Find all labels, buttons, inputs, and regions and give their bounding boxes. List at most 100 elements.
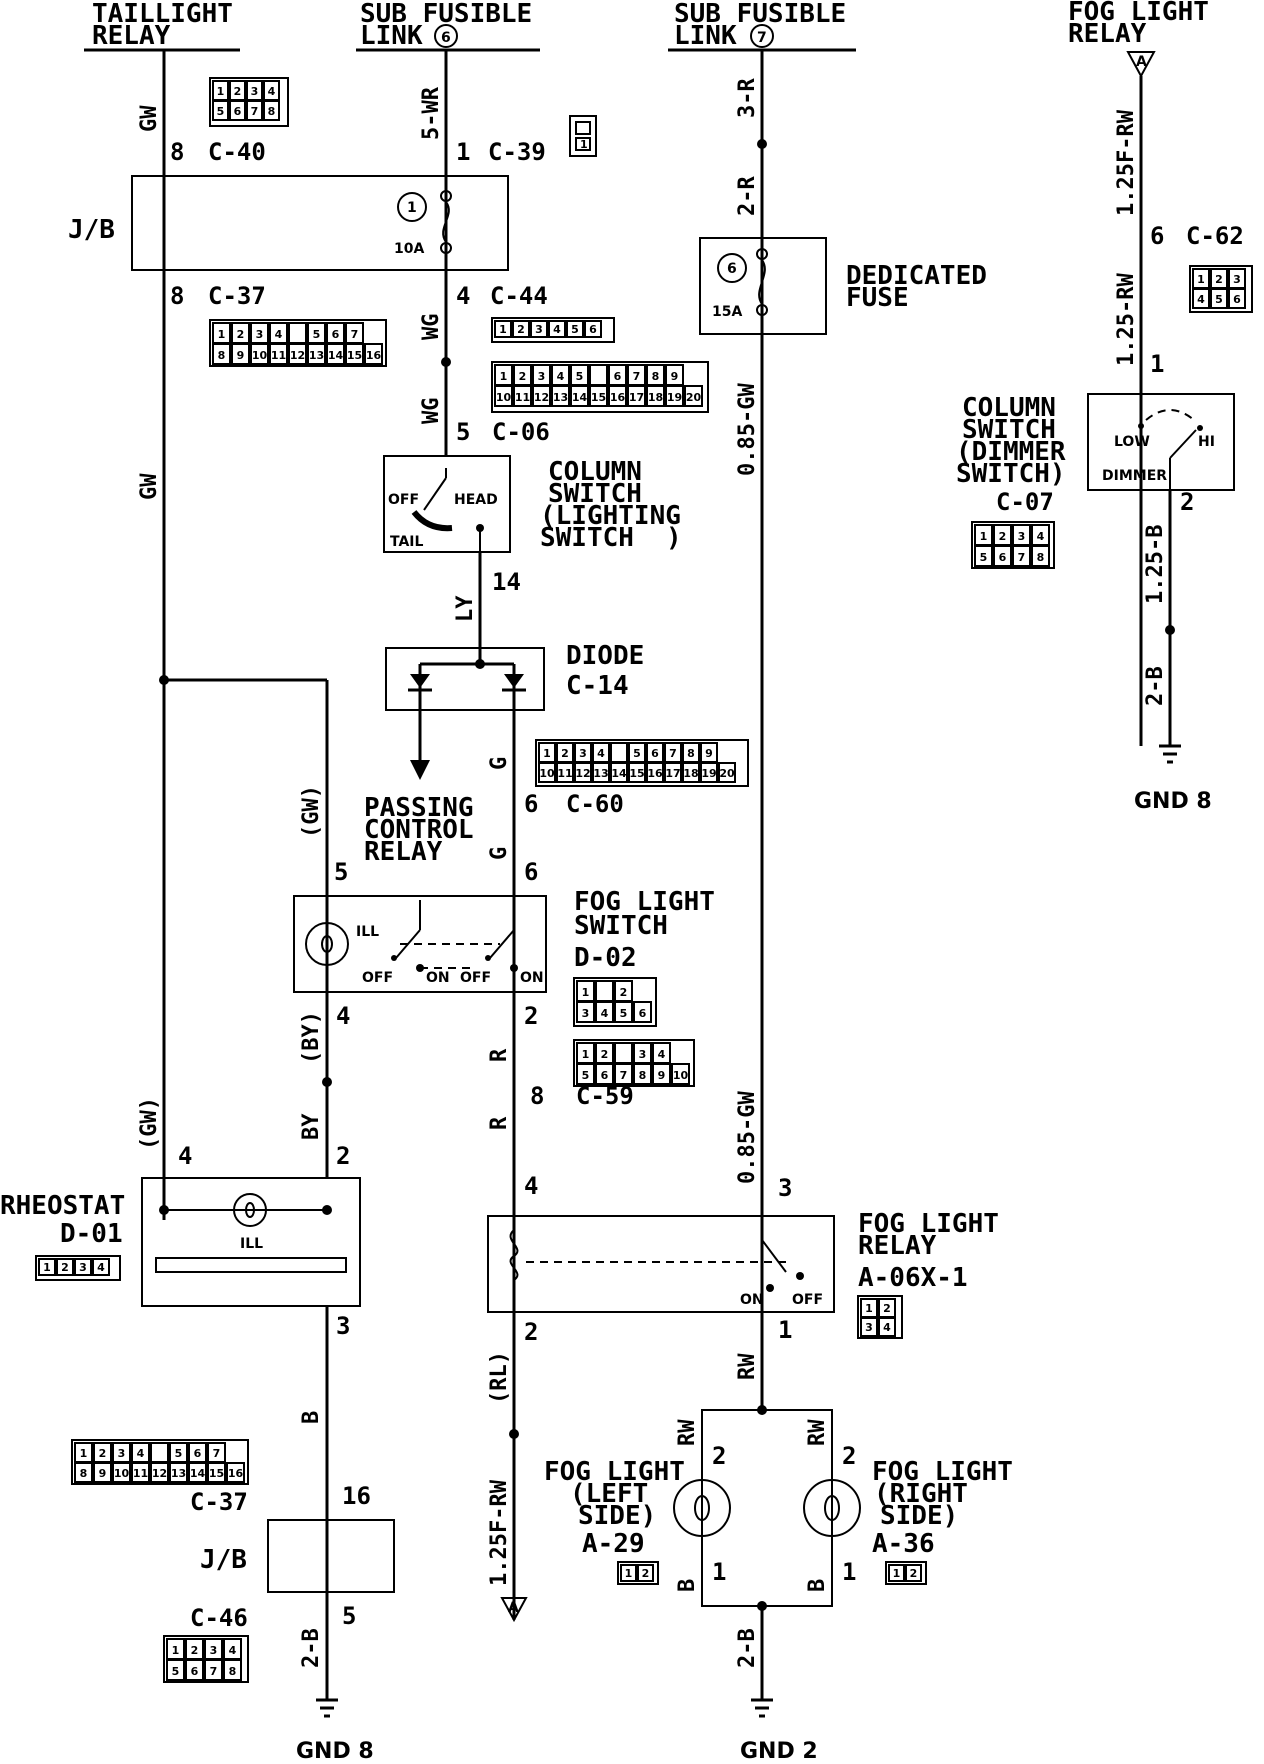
svg-text:(LIGHTING: (LIGHTING [540, 501, 681, 531]
connector-cell [627, 385, 646, 407]
fog-light-switch[interactable]: ILL OFF ON OFF ON FOG LIGHT SWITCH D-02 [293, 887, 715, 993]
svg-text:10A: 10A [394, 241, 424, 257]
svg-text:OFF: OFF [388, 492, 419, 508]
svg-text:C-37: C-37 [190, 1488, 248, 1516]
connector-pin-number: 13 [593, 767, 608, 780]
connector-pin-number: 18 [648, 391, 663, 404]
diode-c14: DIODE C-14 [385, 641, 644, 780]
svg-text:J/B: J/B [200, 1545, 247, 1575]
connector-cell [993, 545, 1012, 567]
svg-text:A: A [1136, 54, 1147, 70]
connector-pin-number: 4 [557, 370, 565, 383]
svg-text:SIDE): SIDE) [880, 1501, 958, 1531]
svg-text:WG: WG [419, 398, 444, 425]
connector-pin-number: 1 [625, 1567, 633, 1580]
connector-pin-number: 4 [883, 1321, 891, 1334]
svg-text:OFF: OFF [792, 1292, 823, 1308]
svg-text:RW: RW [675, 1419, 700, 1446]
svg-text:DIMMER: DIMMER [1102, 468, 1167, 484]
connector-cell [614, 1063, 633, 1085]
column-lighting-switch: OFF HEAD TAIL COLUMN SWITCH (LIGHTING SW… [383, 455, 682, 553]
connector-cell [512, 320, 530, 338]
column-dimmer-switch: LOW HI DIMMER COLUMN SWITCH (DIMMER SWIT… [956, 393, 1235, 516]
connector-pin-number: 6 [589, 323, 597, 336]
connector-pin-number: 16 [647, 767, 663, 780]
connector-cell [556, 762, 574, 783]
svg-text:8: 8 [530, 1082, 544, 1110]
svg-text:5-WR: 5-WR [419, 86, 444, 140]
svg-text:RW: RW [805, 1419, 830, 1446]
svg-text:COLUMN: COLUMN [962, 393, 1056, 423]
fuse-10a: 1 10A [394, 190, 452, 257]
connector-cell [637, 1564, 654, 1582]
connector-cell [364, 343, 383, 365]
svg-text:1: 1 [712, 1558, 726, 1586]
connector-pin-number: 1 [218, 328, 226, 341]
connector-cell [538, 762, 556, 783]
svg-text:FOG LIGHT: FOG LIGHT [872, 1457, 1013, 1487]
svg-text:16: 16 [342, 1482, 371, 1510]
svg-text:ILL: ILL [240, 1236, 263, 1252]
connector-pin-number: 14 [611, 767, 627, 780]
connector-cell [548, 320, 566, 338]
svg-text:C-37: C-37 [208, 282, 266, 310]
connector-pin-number: 1 [865, 1302, 873, 1315]
sub-fusible-link-6-label: SUB FUSIBLE LINK 6 [356, 0, 540, 52]
connector-cell [150, 1442, 169, 1463]
connector-cell [1192, 288, 1210, 309]
connector-pin-number: 1 [217, 85, 225, 98]
svg-text:GND 2: GND 2 [740, 1739, 818, 1764]
connector-pin-number: 5 [1215, 293, 1223, 306]
svg-text:RELAY: RELAY [92, 21, 171, 51]
ly-wire: 14 LY [453, 552, 521, 669]
connector-cell [682, 762, 700, 783]
connector-pin-number: 12 [290, 349, 305, 362]
svg-text:C-40: C-40 [208, 138, 266, 166]
svg-text:BY: BY [299, 1113, 324, 1140]
svg-text:COLUMN: COLUMN [548, 457, 642, 487]
svg-text:R: R [487, 1116, 512, 1130]
taillight-relay-label: TAILLIGHT RELAY [84, 0, 240, 52]
connector-cell [620, 1564, 637, 1582]
connector-cell [570, 385, 589, 407]
connector-pin-number: 10 [114, 1467, 130, 1480]
connector-cell [551, 385, 570, 407]
connector-pin-number: 1 [582, 986, 590, 999]
connector-pin-number: 10 [673, 1069, 689, 1082]
connector-cell [185, 1659, 204, 1681]
connector-pin-number: 11 [557, 767, 572, 780]
svg-text:GND 8: GND 8 [296, 1739, 374, 1764]
svg-text:5: 5 [334, 858, 348, 886]
svg-text:C-46: C-46 [190, 1604, 248, 1632]
connector-pin-number: 4 [658, 1048, 666, 1061]
svg-text:5: 5 [342, 1602, 356, 1630]
svg-text:B: B [675, 1579, 700, 1592]
svg-text:SIDE): SIDE) [578, 1501, 656, 1531]
connector-pin-number: 2 [517, 323, 525, 336]
connector-pin-number: 7 [669, 747, 677, 760]
svg-text:B: B [299, 1411, 324, 1424]
svg-text:A-36: A-36 [872, 1529, 935, 1559]
rheostat-d01: 4 (GW) ILL RHEOSTAT D-01 [0, 1097, 361, 1700]
svg-text:4: 4 [456, 282, 470, 310]
connector-pin-number: 6 [999, 551, 1007, 564]
connector-pin-number: 16 [228, 1467, 244, 1480]
connector-pin-number: 6 [191, 1665, 199, 1678]
svg-text:RW: RW [735, 1353, 760, 1380]
connector-pin-number: 3 [210, 1644, 218, 1657]
svg-text:ILL: ILL [356, 924, 379, 940]
connector-cell [584, 320, 602, 338]
connector-cell [513, 385, 532, 407]
svg-text:15A: 15A [712, 304, 742, 320]
connector-cell [888, 1564, 905, 1582]
svg-text:SWITCH: SWITCH [540, 523, 634, 553]
svg-text:WG: WG [419, 314, 444, 341]
connector-cell [223, 1659, 242, 1681]
connector-cell [664, 762, 682, 783]
connector-pin-number: 3 [538, 370, 546, 383]
connector-cell [614, 1042, 633, 1064]
